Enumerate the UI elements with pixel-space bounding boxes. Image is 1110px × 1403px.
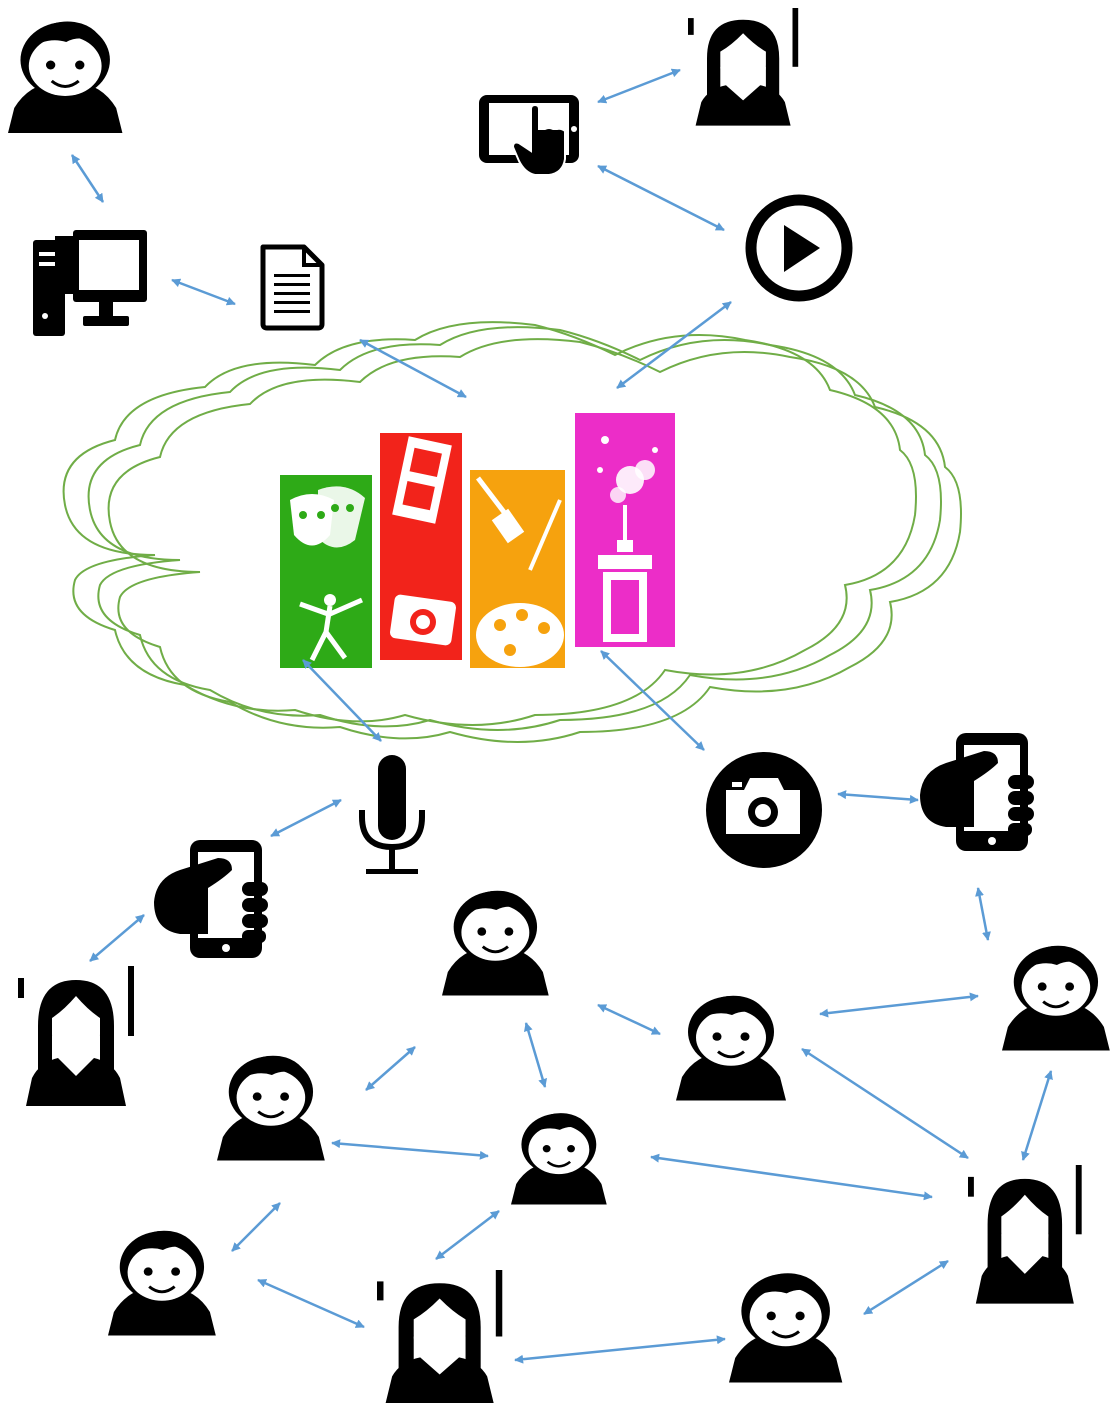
film-photo-panel xyxy=(380,433,462,660)
edge-cloud-microphone xyxy=(302,659,382,742)
edge-phone-left-woman-left xyxy=(89,914,145,962)
document-icon xyxy=(260,244,325,331)
edge-document-cloud xyxy=(359,338,467,399)
edge-play-cloud xyxy=(616,301,732,389)
microphone-icon xyxy=(359,755,425,874)
camera-icon xyxy=(706,752,822,868)
graffiti-panel xyxy=(575,413,675,647)
edge-man-bottom-left-woman-bottom xyxy=(257,1278,365,1329)
edge-camera-phone-right xyxy=(837,790,919,804)
painting-panel xyxy=(470,470,565,668)
edge-man-bottom-right-woman-right xyxy=(863,1259,949,1316)
connection-arrows xyxy=(70,68,1053,1364)
theatre-dance-panel xyxy=(280,475,372,668)
edge-tablet-woman-top xyxy=(597,68,681,104)
edge-tablet-play xyxy=(597,164,725,232)
edge-man-top-left-desktop xyxy=(70,154,105,203)
edge-man-center-top-man-center xyxy=(523,1022,548,1088)
desktop-computer-icon xyxy=(33,230,147,336)
edge-phone-right-man-far-right xyxy=(975,887,991,941)
play-circle-icon xyxy=(745,194,853,302)
edge-man-center-top-man-center-right xyxy=(597,1003,661,1036)
edge-man-mid-left-man-center xyxy=(331,1139,489,1160)
edge-microphone-phone-left xyxy=(270,798,342,838)
edge-man-center-woman-right xyxy=(650,1153,933,1201)
edge-man-center-right-woman-right xyxy=(801,1047,969,1160)
edge-man-far-right-woman-right xyxy=(1021,1070,1053,1161)
edge-man-center-woman-bottom xyxy=(435,1210,500,1260)
edge-man-center-top-man-mid-left xyxy=(365,1046,416,1091)
edge-desktop-document xyxy=(171,278,236,306)
tablet-touch-icon xyxy=(479,95,579,176)
edge-man-center-right-man-far-right xyxy=(819,992,979,1018)
edge-woman-bottom-man-bottom-right xyxy=(514,1335,726,1364)
arts-panels-icon xyxy=(280,413,675,668)
edge-man-mid-left-man-bottom-left xyxy=(231,1202,281,1252)
edge-cloud-camera xyxy=(600,650,705,751)
